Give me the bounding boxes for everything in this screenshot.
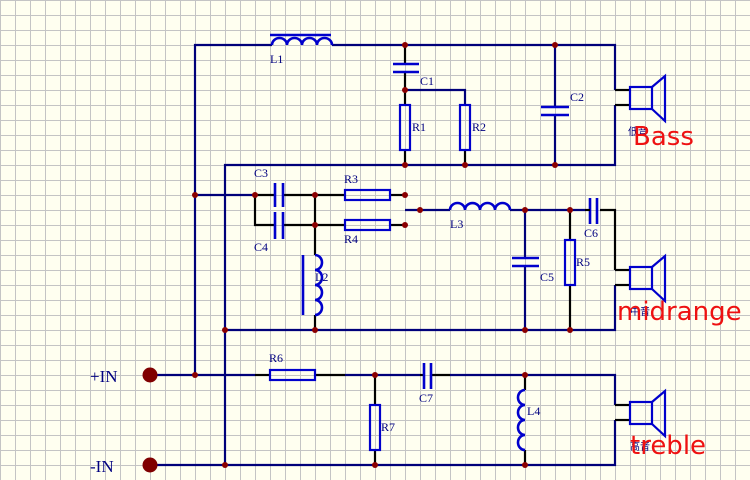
- negative-input-label: -IN: [90, 457, 114, 476]
- junction-dot: [552, 162, 558, 168]
- junction-dot: [372, 372, 378, 378]
- bass-annotation: Bass: [633, 122, 694, 152]
- label-r2: R2: [472, 120, 487, 134]
- junction-dot: [312, 222, 318, 228]
- bass-speaker-label: 低音: [628, 127, 648, 138]
- treble-annotation: treble: [630, 431, 707, 461]
- negative-rail: [223, 105, 617, 465]
- junction-dot: [402, 222, 408, 228]
- label-c6: C6: [584, 226, 599, 240]
- label-r3: R3: [344, 172, 359, 186]
- junction-dot: [402, 87, 408, 93]
- junction-dot: [312, 327, 318, 333]
- junction-dot: [522, 327, 528, 333]
- label-c5: C5: [540, 270, 555, 284]
- label-c7: C7: [419, 391, 434, 405]
- resistor-r4: [343, 218, 392, 232]
- label-r6: R6: [269, 351, 284, 365]
- capacitor-c4: [273, 212, 285, 239]
- inductor-l1: [270, 33, 334, 46]
- resistor-r5: [563, 238, 577, 287]
- negative-input-terminal: [142, 457, 158, 473]
- negative-input-wire: [150, 420, 617, 467]
- junction-dot: [522, 372, 528, 378]
- junction-dot: [252, 192, 258, 198]
- treble-speaker-label: 高音: [630, 442, 650, 453]
- label-c1: C1: [420, 74, 435, 88]
- junction-dot: [222, 327, 228, 333]
- junction-dot: [312, 192, 318, 198]
- resistor-r7: [368, 403, 382, 452]
- label-c4: C4: [254, 240, 269, 254]
- bass-top-wire: [332, 43, 617, 90]
- speaker-midrange-icon: [628, 253, 667, 304]
- resistor-r6: [268, 368, 317, 382]
- speaker-treble-icon: [628, 388, 667, 439]
- positive-input-terminal: [142, 367, 158, 383]
- junction-dot: [567, 327, 573, 333]
- label-l3: L3: [450, 217, 464, 231]
- resistor-r3: [343, 188, 392, 202]
- capacitor-c3: [273, 183, 285, 207]
- junction-dot: [402, 162, 408, 168]
- inductor-l4: [516, 388, 526, 452]
- wires: [150, 43, 630, 467]
- junction-dot: [462, 162, 468, 168]
- junction-nodes: [192, 42, 573, 468]
- inductor-l2: [301, 253, 324, 317]
- capacitor-c1: [393, 62, 419, 74]
- mid-return-wire: [225, 285, 617, 332]
- r1-r2-link: [405, 88, 467, 105]
- junction-dot: [192, 372, 198, 378]
- junction-dot: [402, 192, 408, 198]
- capacitor-c6: [588, 198, 599, 224]
- inductor-l3: [448, 201, 512, 211]
- junction-dot: [567, 207, 573, 213]
- capacitor-c5: [512, 256, 539, 268]
- junction-dot: [402, 42, 408, 48]
- label-r4: R4: [344, 232, 359, 246]
- c4-left-wire: [253, 195, 275, 227]
- label-r5: R5: [576, 255, 591, 269]
- junction-dot: [522, 207, 528, 213]
- positive-rail: [193, 43, 272, 375]
- resistor-r1: [398, 103, 412, 152]
- junction-dot: [222, 462, 228, 468]
- midrange-annotation: midrange: [617, 297, 742, 327]
- label-c3: C3: [254, 166, 269, 180]
- junction-dot: [417, 207, 423, 213]
- capacitor-c7: [422, 363, 433, 389]
- positive-input-label: +IN: [90, 367, 118, 386]
- label-r1: R1: [412, 120, 427, 134]
- capacitor-c2: [541, 105, 569, 117]
- junction-dot: [552, 42, 558, 48]
- c6-lead-right: [600, 208, 617, 270]
- treble-out-wire: [450, 373, 617, 405]
- label-l2: L2: [315, 270, 329, 284]
- resistor-r2: [458, 103, 472, 152]
- label-r7: R7: [381, 420, 396, 434]
- label-c2: C2: [570, 90, 585, 104]
- junction-dot: [192, 192, 198, 198]
- midrange-speaker-label: 中音: [630, 307, 650, 318]
- junction-dot: [372, 462, 378, 468]
- label-l1: L1: [270, 52, 284, 66]
- junction-dot: [522, 462, 528, 468]
- speaker-bass-icon: [628, 73, 667, 124]
- label-l4: L4: [527, 404, 541, 418]
